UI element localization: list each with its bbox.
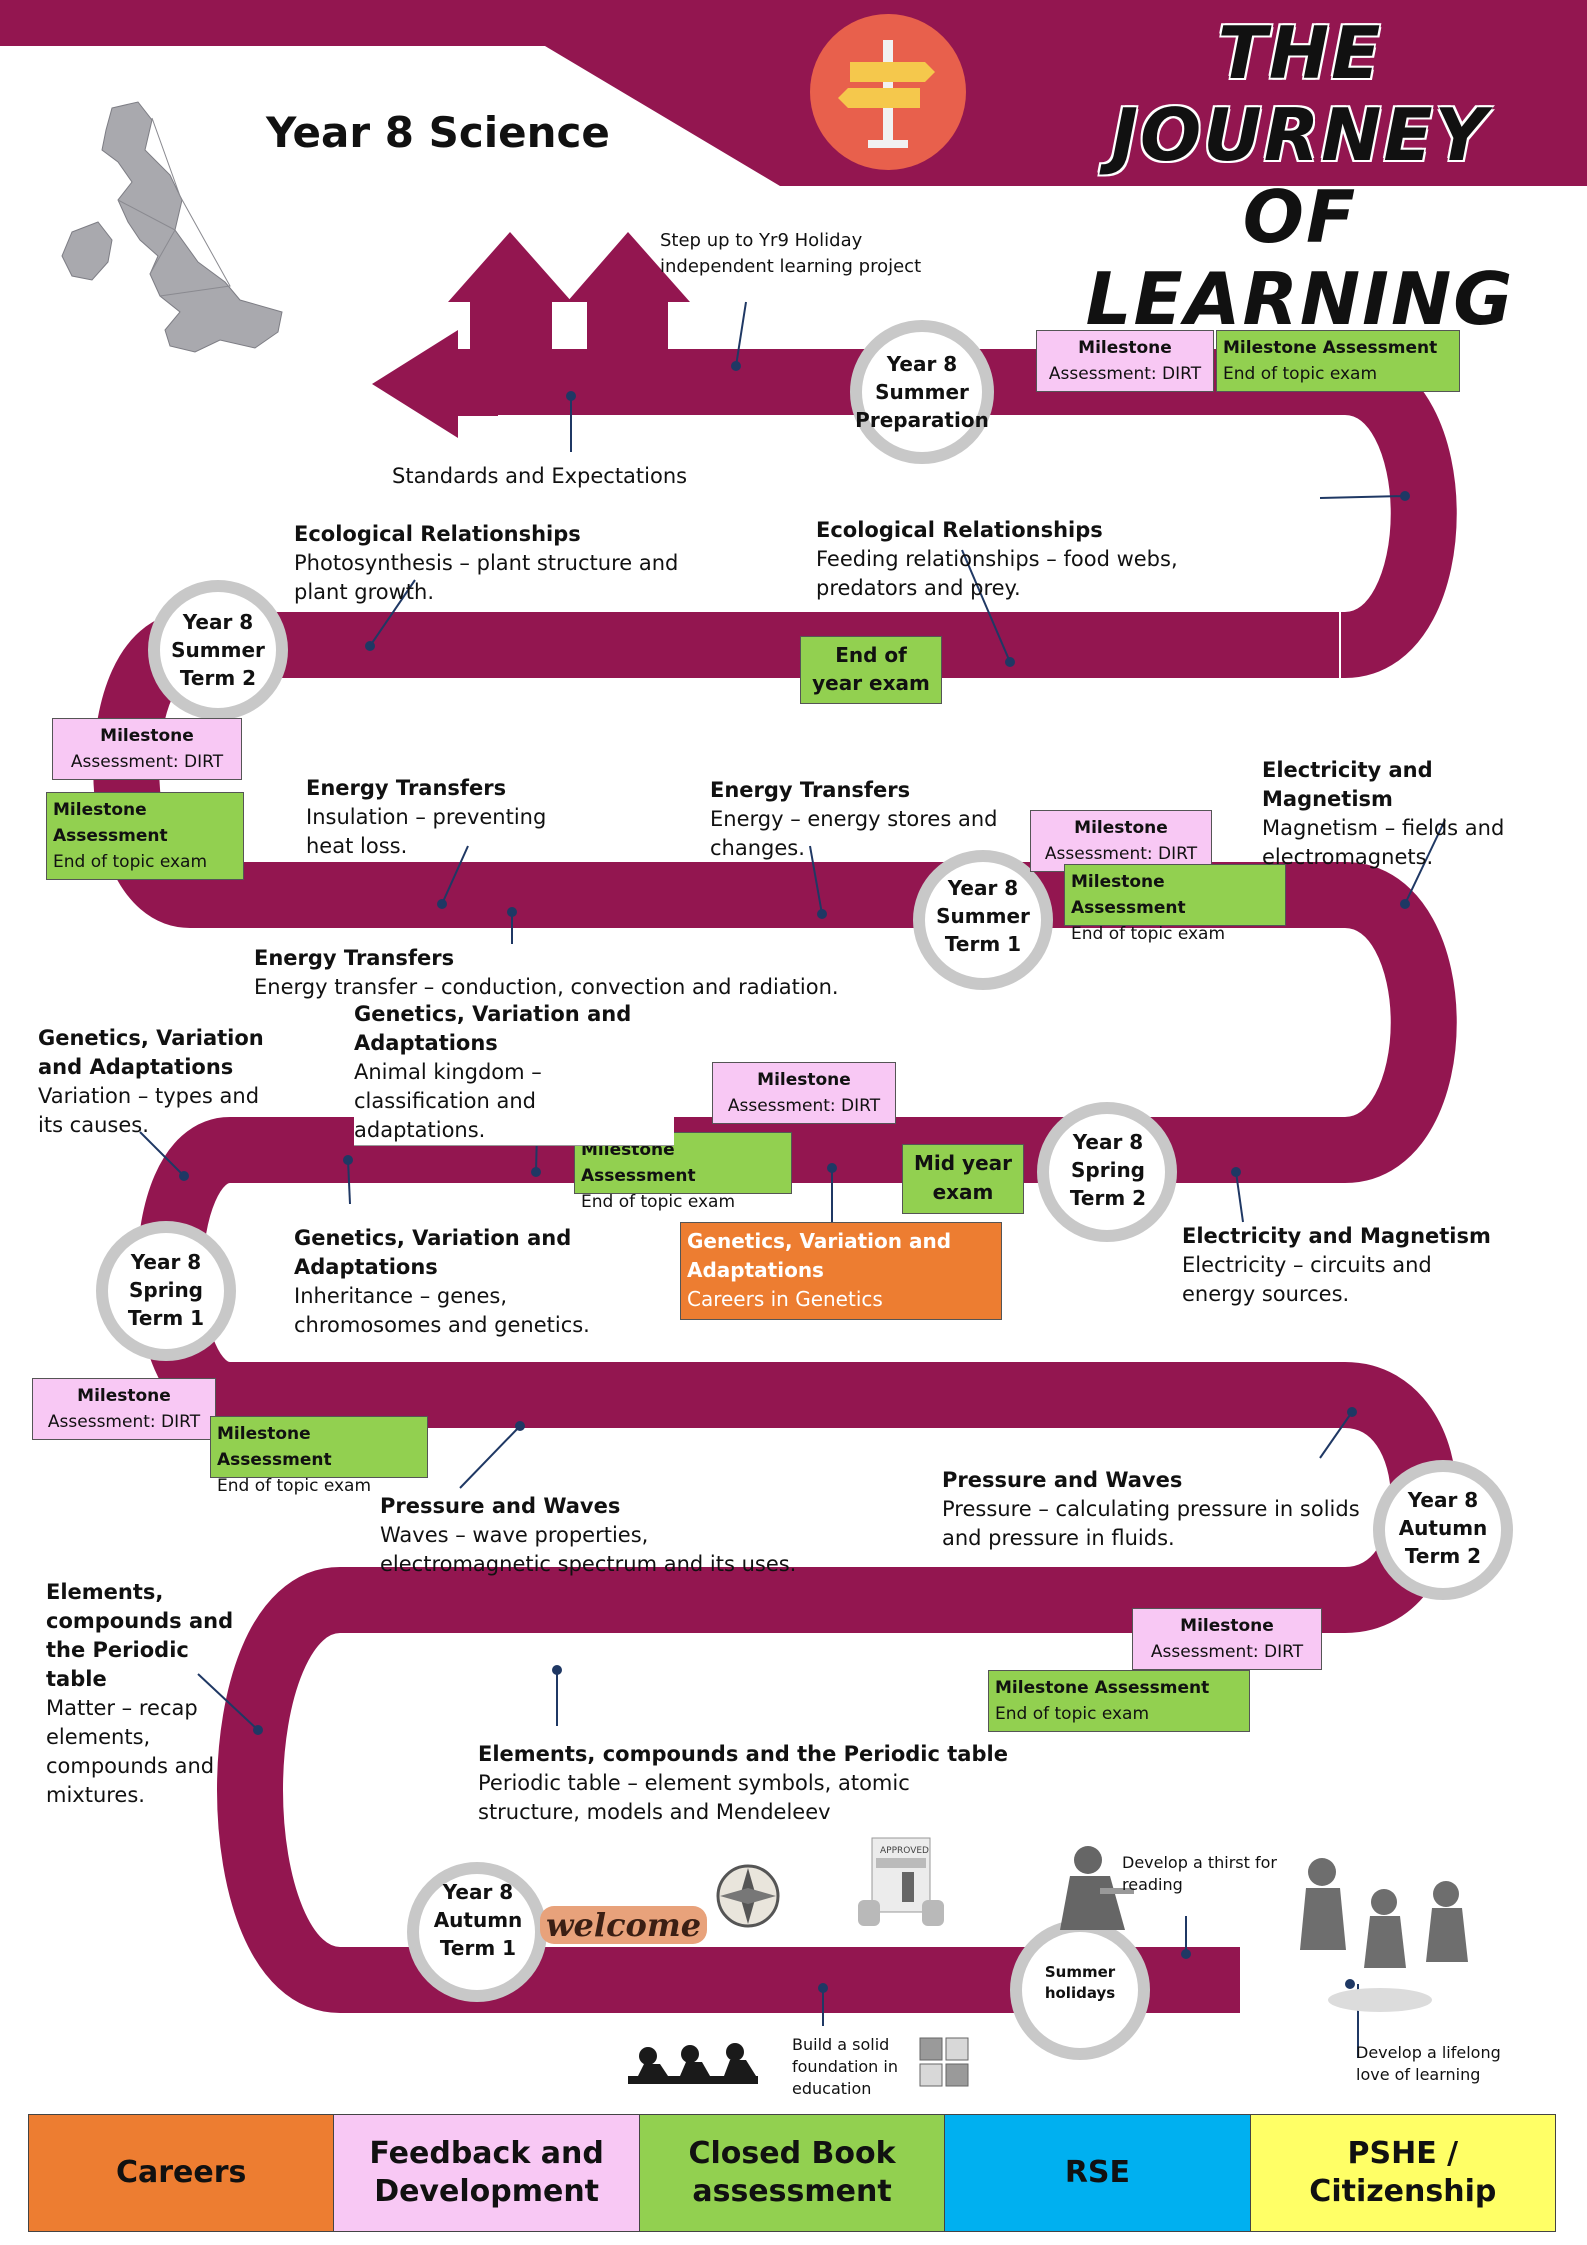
legend-closed-book: Closed Book assessment [639, 2115, 946, 2231]
reading-person-icon [1060, 1846, 1134, 1930]
term-autumn-1: Year 8 Autumn Term 1 [433, 1880, 523, 1960]
thirst-reading-note: Develop a thirst for reading [1122, 1853, 1277, 1894]
legend-rse: RSE [945, 2115, 1251, 2231]
milestone-label: Milestone [1074, 818, 1168, 838]
milestone-label: Milestone [100, 726, 194, 746]
assessment-dirt-label: Assessment: DIRT [70, 752, 224, 772]
milestone-assessment-label: Milestone Assessment [995, 1678, 1210, 1698]
careers-genetics-text: Careers in Genetics [687, 1287, 883, 1311]
end-of-year-exam: End of year exam [800, 636, 942, 704]
end-of-topic-label: End of topic exam [1223, 364, 1378, 384]
assessment-dirt-label: Assessment: DIRT [47, 1412, 201, 1432]
end-of-topic-label: End of topic exam [1071, 924, 1226, 944]
term-spring-1: Year 8 Spring Term 1 [127, 1250, 205, 1330]
journey-title: THE JOURNEY OF LEARNING [1020, 12, 1580, 340]
build-foundation-note: Build a solid foundation in education [792, 2035, 898, 2098]
compass-icon [716, 1864, 780, 1928]
term-circles [96, 320, 1513, 2060]
walking-people-icon [1300, 1858, 1468, 2012]
term-autumn-2: Year 8 Autumn Term 2 [1398, 1488, 1488, 1568]
assessment-dirt-label: Assessment: DIRT [727, 1096, 881, 1116]
term-summer-2: Year 8 Summer Term 2 [171, 610, 265, 690]
assessment-label: Assessment [53, 826, 168, 846]
lifelong-learning-note: Develop a lifelong love of learning [1356, 2043, 1501, 2084]
topic-elements-matter: Elements, compounds and the Periodic tab… [46, 1580, 234, 1807]
mid-year-exam: Mid year exam [902, 1144, 1024, 1214]
milestone-label: Milestone [53, 800, 147, 820]
milestone-assessment-label: Milestone Assessment [581, 1140, 696, 1186]
summer-holidays-label: Summer holidays [1044, 1963, 1116, 2002]
assessment-dirt-label: Assessment: DIRT [1150, 1642, 1304, 1662]
assessment-dirt-label: Assessment: DIRT [1048, 364, 1202, 384]
approved-stamp-icon [858, 1837, 944, 1926]
legend-careers: Careers [29, 2115, 335, 2231]
start-arrow [372, 232, 690, 438]
step-up-note: Step up to Yr9 Holiday independent learn… [660, 230, 922, 277]
journey-title-line1: THE JOURNEY [1111, 11, 1489, 177]
milestone-label: Milestone [1078, 338, 1172, 358]
legend-feedback: Feedback and Development [334, 2115, 640, 2231]
end-of-topic-label: End of topic exam [995, 1704, 1150, 1724]
milestone-assessment-label: Milestone Assessment [1071, 872, 1186, 918]
end-of-topic-label: End of topic exam [581, 1192, 736, 1212]
blocks-icon [919, 2037, 969, 2087]
legend-pshe: PSHE / Citizenship [1250, 2115, 1556, 2231]
milestone-label: Milestone [757, 1070, 851, 1090]
journey-title-line2: OF LEARNING [1085, 175, 1515, 341]
topic-periodic-table: Elements, compounds and the Periodic tab… [478, 1742, 1008, 1824]
assessment-dirt-label: Assessment: DIRT [1044, 844, 1198, 864]
end-of-topic-label: End of topic exam [53, 852, 208, 872]
term-spring-2: Year 8 Spring Term 2 [1069, 1130, 1147, 1210]
header-banner [0, 0, 1587, 186]
careers-genetics-title: Genetics, Variation and Adaptations [687, 1229, 952, 1282]
term-summer-prep: Year 8 Summer Preparation [855, 352, 989, 432]
welcome-sign: welcome [540, 1906, 708, 1944]
legend-bar: Careers Feedback and Development Closed … [28, 2114, 1556, 2232]
milestone-assessment-label: Milestone Assessment [1223, 338, 1438, 358]
term-summer-1: Year 8 Summer Term 1 [936, 876, 1030, 956]
signpost-icon [810, 14, 966, 170]
students-silhouette-icon [628, 2043, 758, 2084]
end-of-topic-label: End of topic exam [217, 1476, 372, 1496]
milestone-assessment-label: Milestone Assessment [217, 1424, 332, 1470]
milestone-label: Milestone [1180, 1616, 1274, 1636]
milestone-label: Milestone [77, 1386, 171, 1406]
subject-title: Year 8 Science [266, 108, 610, 157]
approved-text: APPROVED [880, 1846, 929, 1856]
uk-map-icon [61, 101, 283, 353]
standards-note: Standards and Expectations [392, 464, 688, 488]
